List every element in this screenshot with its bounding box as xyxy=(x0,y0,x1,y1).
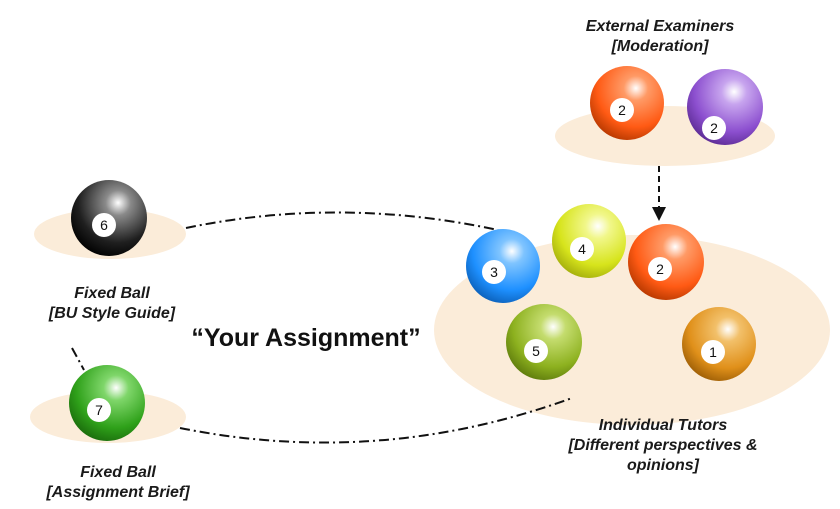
ball-number: 3 xyxy=(490,264,498,280)
label-style-guide: Fixed Ball [BU Style Guide] xyxy=(48,285,176,322)
ball-7-green: 7 xyxy=(69,365,145,441)
ball-number: 5 xyxy=(532,343,540,359)
label-line: Individual Tutors xyxy=(599,417,728,434)
ball-number-badge xyxy=(92,213,116,237)
label-line: [Different perspectives & xyxy=(567,437,757,454)
ball-number: 6 xyxy=(100,217,108,233)
ball-number: 4 xyxy=(578,241,586,257)
connector-brief-stub xyxy=(71,347,85,371)
ball-number-badge xyxy=(701,340,725,364)
ball-number-badge xyxy=(702,116,726,140)
ball-number: 2 xyxy=(656,261,664,277)
diagram-title: “Your Assignment” xyxy=(191,324,420,352)
ball-number: 2 xyxy=(710,120,718,136)
label-line: External Examiners xyxy=(586,18,735,35)
ball-1-gold: 1 xyxy=(682,307,756,381)
ball-number-badge xyxy=(570,237,594,261)
label-line: Fixed Ball xyxy=(74,285,150,302)
ball-4-yellow: 4 xyxy=(552,204,626,278)
ball-number-badge xyxy=(87,398,111,422)
label-line: [BU Style Guide] xyxy=(48,305,176,322)
label-assignment-brief: Fixed Ball [Assignment Brief] xyxy=(45,464,190,501)
label-line: [Moderation] xyxy=(611,38,710,55)
label-individual-tutors: Individual Tutors [Different perspective… xyxy=(567,417,757,474)
ball-number: 7 xyxy=(95,402,103,418)
label-line: Fixed Ball xyxy=(80,464,156,481)
label-external-examiners: External Examiners [Moderation] xyxy=(586,18,735,55)
ball-number-badge xyxy=(648,257,672,281)
ball-number-badge xyxy=(610,98,634,122)
ball-number: 1 xyxy=(709,344,717,360)
ball-number: 2 xyxy=(618,102,626,118)
connector-style-guide-to-tutors xyxy=(185,211,499,231)
connector-brief-to-tutors xyxy=(179,397,573,444)
ball-2-orange-tutors: 2 xyxy=(628,224,704,300)
ball-6-black: 6 xyxy=(71,180,147,256)
ball-number-badge xyxy=(482,260,506,284)
ball-2-orange-examiners: 2 xyxy=(590,66,664,140)
ball-number-badge xyxy=(524,339,548,363)
label-line: [Assignment Brief] xyxy=(45,484,190,501)
label-line: opinions] xyxy=(627,457,700,474)
ball-3-blue: 3 xyxy=(466,229,540,303)
ball-2-purple-examiners: 2 xyxy=(687,69,763,145)
ball-5-green: 5 xyxy=(506,304,582,380)
